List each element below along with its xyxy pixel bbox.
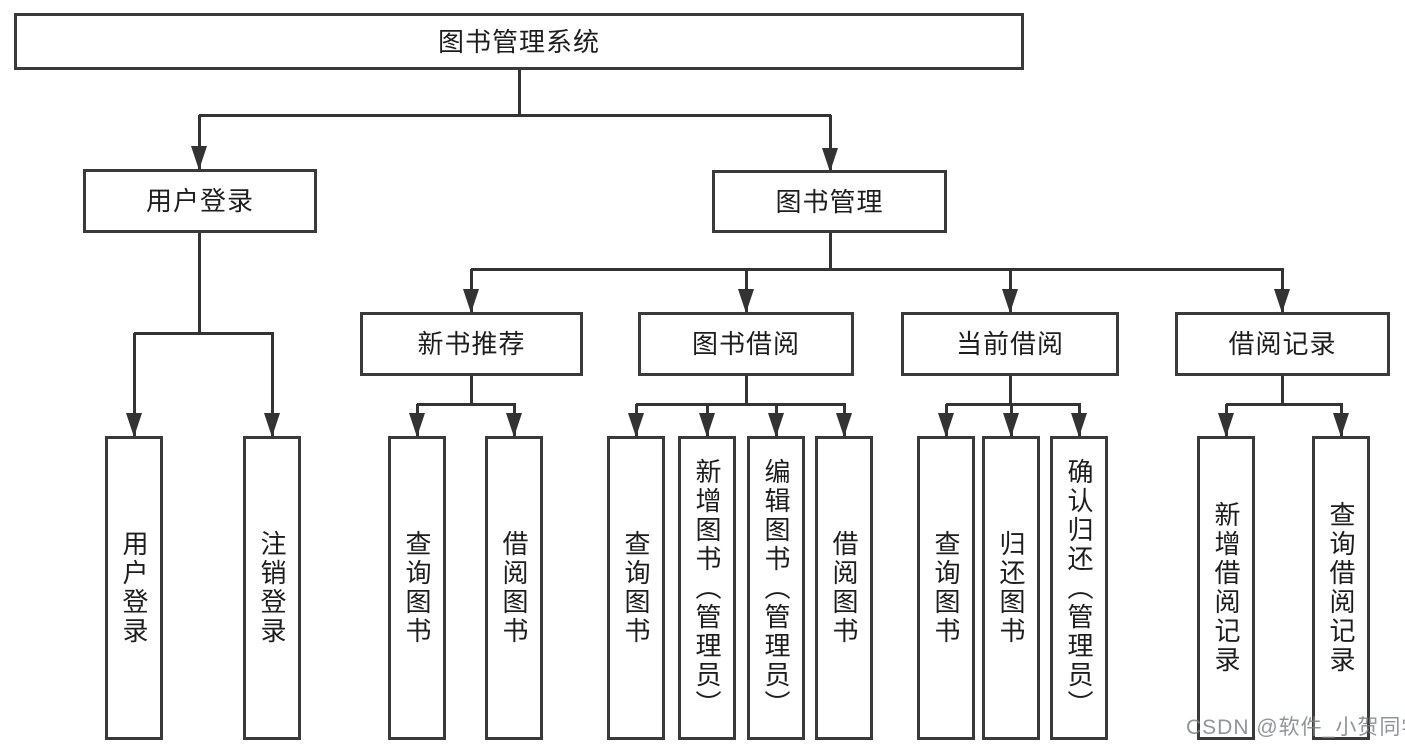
node-add-books-admin: 新增图书（管理员）	[678, 436, 736, 740]
node-book-management: 图书管理	[712, 170, 947, 233]
arrow-down-icon	[768, 413, 784, 437]
arrow-down-icon	[1003, 413, 1019, 437]
node-label: 当前借阅	[955, 329, 1064, 359]
connector-segment	[133, 333, 136, 437]
connector-segment	[198, 115, 201, 170]
node-label: 图书借阅	[691, 329, 800, 359]
arrow-down-icon	[126, 413, 142, 437]
node-label: 新增借阅记录	[1211, 501, 1241, 675]
node-return-books: 归还图书	[982, 436, 1040, 740]
node-label: 查询图书	[931, 530, 961, 646]
node-label: 确认归还（管理员）	[1064, 457, 1094, 719]
node-book-borrowing: 图书借阅	[638, 312, 854, 376]
arrow-down-icon	[699, 413, 715, 437]
node-query-borrow-record: 查询借阅记录	[1312, 436, 1370, 740]
arrow-down-icon	[836, 413, 852, 437]
node-add-borrow-record: 新增借阅记录	[1197, 436, 1255, 740]
arrow-down-icon	[264, 413, 280, 437]
node-query-books-borrowing: 查询图书	[607, 436, 665, 740]
connector-segment	[946, 403, 1081, 406]
node-query-books-current: 查询图书	[917, 436, 975, 740]
arrow-down-icon	[1071, 413, 1087, 437]
node-label: 归还图书	[996, 530, 1026, 646]
connector-segment	[1226, 403, 1343, 406]
node-label: 借阅记录	[1228, 329, 1337, 359]
connector-segment	[829, 115, 832, 172]
connector-segment	[1281, 376, 1284, 406]
node-label: 查询借阅记录	[1326, 501, 1356, 675]
node-label: 查询图书	[621, 530, 651, 646]
csdn-watermark: CSDN @软件_小贺同学	[1186, 716, 1405, 739]
connector-segment	[1009, 376, 1012, 406]
node-borrow-books-borrowing: 借阅图书	[815, 436, 873, 740]
connector-segment	[636, 403, 846, 406]
arrow-down-icon	[822, 148, 838, 172]
connector-segment	[518, 70, 521, 117]
node-label: 借阅图书	[829, 530, 859, 646]
connector-segment	[471, 268, 1284, 271]
node-new-book-recommend: 新书推荐	[360, 312, 583, 376]
arrow-down-icon	[409, 413, 425, 437]
node-label: 新书推荐	[417, 329, 526, 359]
arrow-down-icon	[191, 146, 207, 170]
connector-segment	[199, 114, 831, 117]
connector-segment	[829, 233, 832, 271]
node-user-login-action: 用户登录	[105, 436, 163, 740]
arrow-down-icon	[1218, 413, 1234, 437]
node-user-login: 用户登录	[83, 169, 317, 233]
arrow-down-icon	[463, 289, 479, 313]
arrow-down-icon	[1274, 289, 1290, 313]
node-confirm-return-admin: 确认归还（管理员）	[1050, 436, 1108, 740]
arrow-down-icon	[1333, 413, 1349, 437]
node-label: 用户登录	[145, 186, 254, 216]
arrow-down-icon	[628, 413, 644, 437]
node-borrowing-records: 借阅记录	[1175, 312, 1390, 376]
node-edit-books-admin: 编辑图书（管理员）	[747, 436, 805, 740]
connector-segment	[745, 376, 748, 406]
connector-segment	[470, 376, 473, 406]
node-label: 注销登录	[257, 530, 287, 646]
node-label: 编辑图书（管理员）	[761, 457, 791, 719]
node-label: 借阅图书	[499, 530, 529, 646]
node-borrow-books-recommend: 借阅图书	[485, 436, 543, 740]
node-label: 图书管理系统	[437, 26, 600, 57]
node-current-borrowing: 当前借阅	[901, 312, 1119, 376]
node-root: 图书管理系统	[14, 13, 1024, 70]
connector-segment	[198, 233, 201, 335]
node-logout-action: 注销登录	[243, 436, 301, 740]
connector-segment	[134, 332, 274, 335]
arrow-down-icon	[938, 413, 954, 437]
arrow-down-icon	[1002, 289, 1018, 313]
node-label: 用户登录	[119, 530, 149, 646]
arrow-down-icon	[506, 413, 522, 437]
node-label: 新增图书（管理员）	[692, 457, 722, 719]
connector-segment	[417, 403, 516, 406]
node-label: 查询图书	[402, 530, 432, 646]
node-query-books-recommend: 查询图书	[388, 436, 446, 740]
connector-segment	[271, 333, 274, 437]
arrow-down-icon	[738, 289, 754, 313]
node-label: 图书管理	[775, 186, 884, 217]
